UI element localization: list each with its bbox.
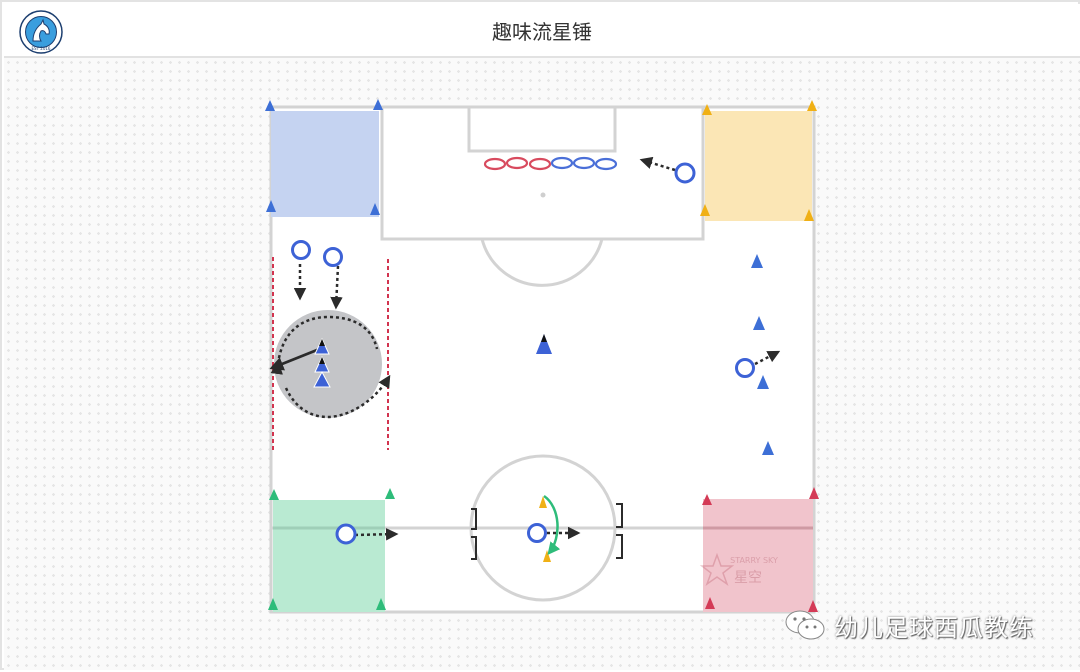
starry-sky-logo: STARRY SKY 星空 <box>699 552 778 586</box>
header-bar: EST 2016 趣味流星锤 <box>4 4 1080 58</box>
corner-zone-bottom-left <box>268 488 395 612</box>
svg-text:星空: 星空 <box>734 570 762 586</box>
player-marker <box>527 523 547 543</box>
wechat-icon <box>785 610 825 640</box>
mini-goals <box>471 503 623 560</box>
watermark-text: 幼儿足球西瓜教练 <box>834 613 1034 642</box>
svg-text:STARRY SKY: STARRY SKY <box>730 556 778 565</box>
page-title: 趣味流星锤 <box>492 20 592 44</box>
svg-text:EST 2016: EST 2016 <box>32 46 51 51</box>
corner-zone-top-left <box>265 99 383 217</box>
spin-zone <box>269 310 391 419</box>
player-marker <box>735 358 755 378</box>
goal-area <box>467 105 617 153</box>
player-marker <box>291 240 311 260</box>
player-marker <box>674 162 696 184</box>
player-marker <box>335 523 357 545</box>
penalty-arc <box>480 238 604 287</box>
player-marker <box>323 247 343 267</box>
club-logo-horse-icon: EST 2016 <box>19 10 63 54</box>
corner-zone-top-right <box>700 100 817 221</box>
corner-zone-bottom-right: STARRY SKY 星空 <box>699 487 819 612</box>
center-cone <box>536 334 552 354</box>
hoops-row <box>483 156 618 171</box>
penalty-spot <box>540 192 546 198</box>
watermark: 幼儿足球西瓜教练 <box>784 605 1034 645</box>
